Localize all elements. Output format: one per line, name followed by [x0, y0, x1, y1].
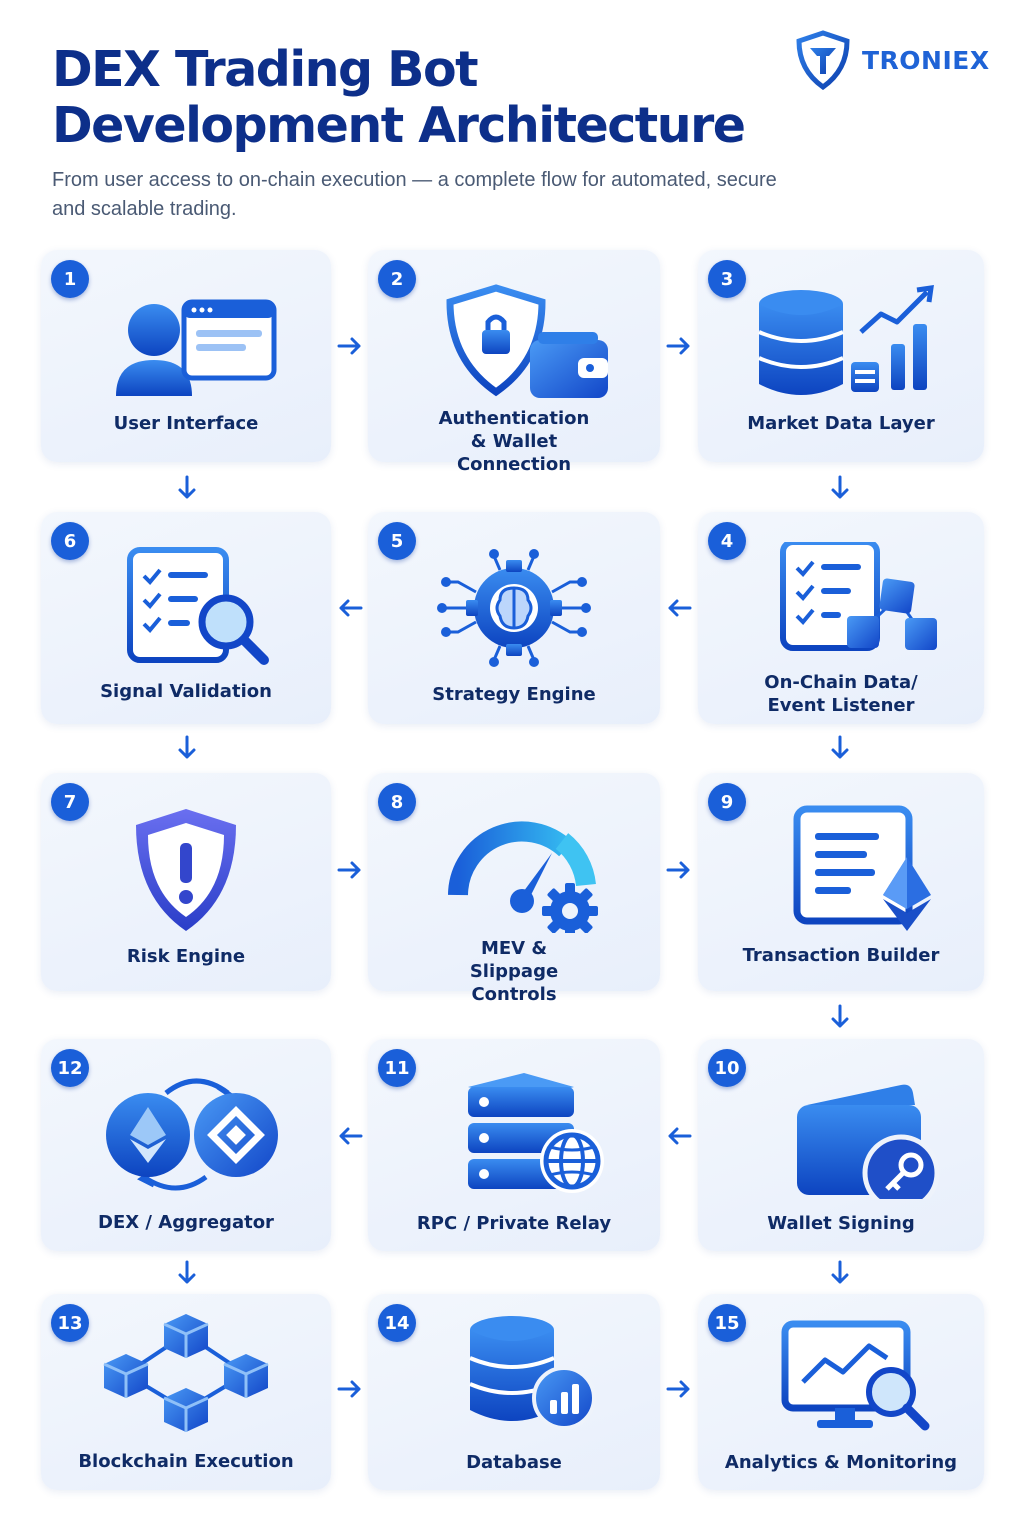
step-card-6: 6 Signal Validation [41, 512, 331, 724]
step-badge: 5 [378, 522, 416, 560]
step-badge: 7 [51, 783, 89, 821]
step-card-14: 14 Database [368, 1294, 660, 1490]
step-card-5: 5 Strategy Engine [368, 512, 660, 724]
step-badge: 9 [708, 783, 746, 821]
server-globe-icon [468, 1073, 604, 1193]
step-card-2: 2 Authentication & Wallet Connection [368, 250, 660, 475]
step-card-8: 8 MEV & Slippage Controls [368, 773, 660, 1005]
flow-arrow-down [172, 473, 202, 503]
flow-arrow-down [172, 1258, 202, 1288]
blockchain-cubes-icon [103, 1314, 269, 1432]
step-card-10: 10 Wallet Signing [698, 1039, 984, 1251]
step-card-7: 7 Risk Engine [41, 773, 331, 991]
brand-name: TRONIEX [862, 45, 990, 75]
step-label: Authentication & Wallet Connection [438, 408, 590, 475]
step-badge: 4 [708, 522, 746, 560]
flow-arrow-right [664, 855, 694, 885]
step-label: DEX / Aggregator [98, 1212, 274, 1233]
step-label: RPC / Private Relay [416, 1213, 612, 1234]
wallet-key-icon [797, 1084, 940, 1199]
gauge-gear-icon [448, 821, 598, 933]
step-label: Blockchain Execution [78, 1451, 294, 1472]
title-line-1: DEX Trading Bot [52, 41, 479, 98]
step-badge: 8 [378, 783, 416, 821]
step-badge: 3 [708, 260, 746, 298]
brain-gear-icon [437, 549, 591, 667]
token-swap-icon [106, 1078, 278, 1191]
step-label: Risk Engine [126, 946, 246, 967]
flow-arrow-right [664, 1374, 694, 1404]
flow-arrow-down [825, 1258, 855, 1288]
title-line-2: Development Architecture [52, 97, 746, 154]
flow-arrow-right [335, 1374, 365, 1404]
step-label: On-Chain Data/ Event Listener [764, 672, 918, 716]
troniex-shield-icon [796, 30, 850, 90]
step-badge: 14 [378, 1304, 416, 1342]
step-badge: 2 [378, 260, 416, 298]
step-badge: 12 [51, 1049, 89, 1087]
checklist-magnifier-icon [127, 547, 269, 665]
step-label: Transaction Builder [742, 945, 940, 966]
step-label: Analytics & Monitoring [724, 1452, 958, 1473]
step-card-9: 9 Transaction Builder [698, 773, 984, 991]
step-card-15: 15 Analytics & Monitoring [698, 1294, 984, 1490]
step-card-12: 12 DEX / Aggregator [41, 1039, 331, 1251]
step-card-3: 3 Market Data Layer [698, 250, 984, 462]
shield-lock-wallet-icon [446, 284, 608, 398]
flow-arrow-right [664, 331, 694, 361]
flow-arrow-right [335, 855, 365, 885]
flow-arrow-right [335, 331, 365, 361]
step-badge: 13 [51, 1304, 89, 1342]
step-badge: 15 [708, 1304, 746, 1342]
shield-warning-icon [136, 809, 236, 931]
step-card-4: 4 On-Chain Data/ Event Listener [698, 512, 984, 724]
database-bars-icon [469, 1316, 596, 1430]
flow-arrow-down [172, 733, 202, 763]
step-label: MEV & Slippage Controls [469, 938, 559, 1005]
flow-arrow-left [335, 593, 365, 623]
step-badge: 1 [51, 260, 89, 298]
page-title: DEX Trading Bot Development Architecture [52, 41, 746, 154]
step-card-13: 13 Blockchain Execution [41, 1294, 331, 1490]
flow-arrow-left [335, 1121, 365, 1151]
step-label: Market Data Layer [747, 413, 935, 434]
flow-arrow-down [825, 473, 855, 503]
monitor-analytics-icon [781, 1320, 930, 1431]
step-card-11: 11 RPC / Private Relay [368, 1039, 660, 1251]
user-screen-icon [116, 299, 277, 396]
step-label: Signal Validation [100, 681, 272, 702]
document-ethereum-icon [793, 805, 931, 931]
step-badge: 11 [378, 1049, 416, 1087]
flow-arrow-left [664, 593, 694, 623]
flow-arrow-down [825, 733, 855, 763]
flow-arrow-left [664, 1121, 694, 1151]
step-badge: 6 [51, 522, 89, 560]
step-label: Strategy Engine [432, 684, 596, 705]
checklist-blocks-icon [780, 542, 937, 651]
step-badge: 10 [708, 1049, 746, 1087]
step-card-1: 1 User Interface [41, 250, 331, 462]
flow-arrow-down [825, 1002, 855, 1032]
brand-logo: TRONIEX [794, 30, 990, 90]
step-label: Database [466, 1452, 562, 1473]
step-label: Wallet Signing [767, 1213, 915, 1234]
page-subtitle: From user access to on-chain execution —… [52, 169, 777, 220]
database-chart-icon [758, 285, 934, 395]
step-label: User Interface [113, 413, 259, 434]
